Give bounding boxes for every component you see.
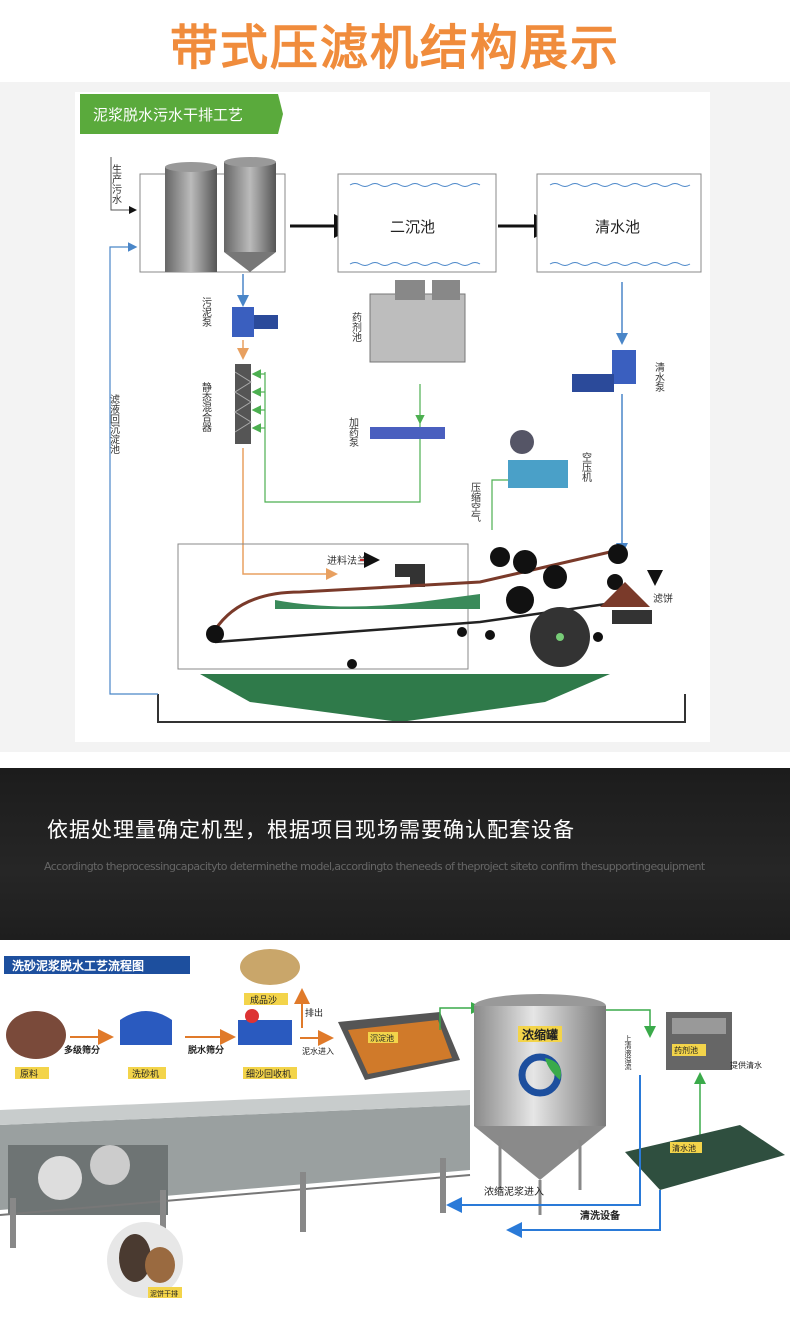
- belt-lower: [214, 600, 621, 644]
- chem-pool-icon: [369, 293, 466, 363]
- page-title: 带式压滤机结构展示: [169, 20, 620, 76]
- banner-headline: 依据处理量确定机型，根据项目现场需要确认配套设备: [47, 818, 575, 842]
- air-compressor-icon: [508, 460, 568, 488]
- raw-label: 原料: [20, 1068, 38, 1080]
- info-banner: 依据处理量确定机型，根据项目现场需要确认配套设备 Accordingto the…: [0, 768, 790, 940]
- chem-pool-label: 药剂池: [350, 312, 362, 342]
- process-diagram-2: 洗砂泥浆脱水工艺流程图 原料 多级筛分 洗砂机 脱水筛分 细沙回收机 成品沙 排…: [0, 940, 790, 1319]
- product-sand-icon: [240, 949, 300, 985]
- sludge-pump-label: 污泥泵: [200, 297, 212, 327]
- banner-1-text: 泥浆脱水污水干排工艺: [93, 106, 243, 124]
- source-label: 生产污水: [110, 163, 122, 204]
- tank-3: [536, 173, 702, 273]
- banner-2-text: 洗砂泥浆脱水工艺流程图: [12, 958, 144, 973]
- feed-flange-icon: [395, 564, 425, 587]
- banner-subline: Accordingto theprocessingcapacityto dete…: [44, 860, 705, 873]
- clear-pump-icon: [612, 350, 636, 384]
- sludge-pump-icon: [232, 307, 254, 337]
- compressed-air-label: 压缩空气: [469, 482, 481, 522]
- clear-pool: [625, 1125, 785, 1190]
- tank-3-label: 清水池: [595, 218, 640, 236]
- supernatant-label: 上清液溢流: [624, 1034, 632, 1071]
- static-mixer-label: 静态混合器: [200, 381, 212, 433]
- dosing-pump-label: 加药泵: [347, 417, 359, 447]
- sand-washer-icon: [120, 1011, 172, 1045]
- belt-press-machine: [0, 1090, 471, 1248]
- dosing-pump-icon: [370, 427, 445, 439]
- supply-water-label: 提供清水: [730, 1060, 762, 1070]
- filter-cake-label: 滤饼: [653, 592, 673, 605]
- return-label: 滤液回沉淀池: [108, 393, 120, 454]
- diagram-1-svg: 泥浆脱水污水干排工艺 生产污水 二沉池 清水池 污泥泵: [75, 92, 710, 742]
- mud-in-label: 泥水进入: [302, 1046, 334, 1056]
- settle-pool-label: 沉淀池: [370, 1033, 394, 1043]
- rollers: [206, 544, 628, 669]
- discharge-label: 排出: [305, 1007, 323, 1019]
- filter-cake-pile: [600, 582, 650, 607]
- tank-2-label: 二沉池: [390, 218, 435, 236]
- silo-left: [165, 167, 217, 272]
- thickener-label: 浓缩罐: [522, 1027, 558, 1042]
- banner-1: [80, 94, 283, 134]
- feed-flange-label: 进料法兰: [327, 554, 367, 567]
- tank-2: [337, 173, 497, 273]
- clear-pool-label: 清水池: [672, 1143, 696, 1153]
- fine-sand-label: 细沙回收机: [246, 1068, 291, 1080]
- dewater-screen-label: 脱水筛分: [188, 1044, 224, 1056]
- filtrate-sump: [200, 674, 610, 722]
- air-compressor-label: 空压机: [580, 451, 592, 483]
- thickener-tank: [474, 1006, 606, 1126]
- multi-screen-label: 多级筛分: [64, 1044, 100, 1056]
- process-diagram-1: 泥浆脱水污水干排工艺 生产污水 二沉池 清水池 污泥泵: [0, 82, 790, 752]
- cake-label: 泥饼干排: [150, 1289, 178, 1298]
- raw-material-icon: [6, 1011, 66, 1059]
- chem-tank-label: 药剂池: [674, 1045, 698, 1055]
- diagram-2-svg: 洗砂泥浆脱水工艺流程图 原料 多级筛分 洗砂机 脱水筛分 细沙回收机 成品沙 排…: [0, 949, 785, 1298]
- product-sand-label: 成品沙: [250, 994, 277, 1006]
- fine-sand-icon: [238, 1020, 292, 1045]
- banner-2: [4, 956, 190, 974]
- thick-in-label: 浓缩泥浆进入: [484, 1185, 544, 1198]
- belt-upper: [213, 550, 611, 631]
- silo-right: [224, 162, 276, 252]
- clear-pump-label: 清水泵: [653, 361, 665, 392]
- sand-washer-label: 洗砂机: [132, 1068, 159, 1080]
- wash-equip-label: 清洗设备: [580, 1209, 621, 1222]
